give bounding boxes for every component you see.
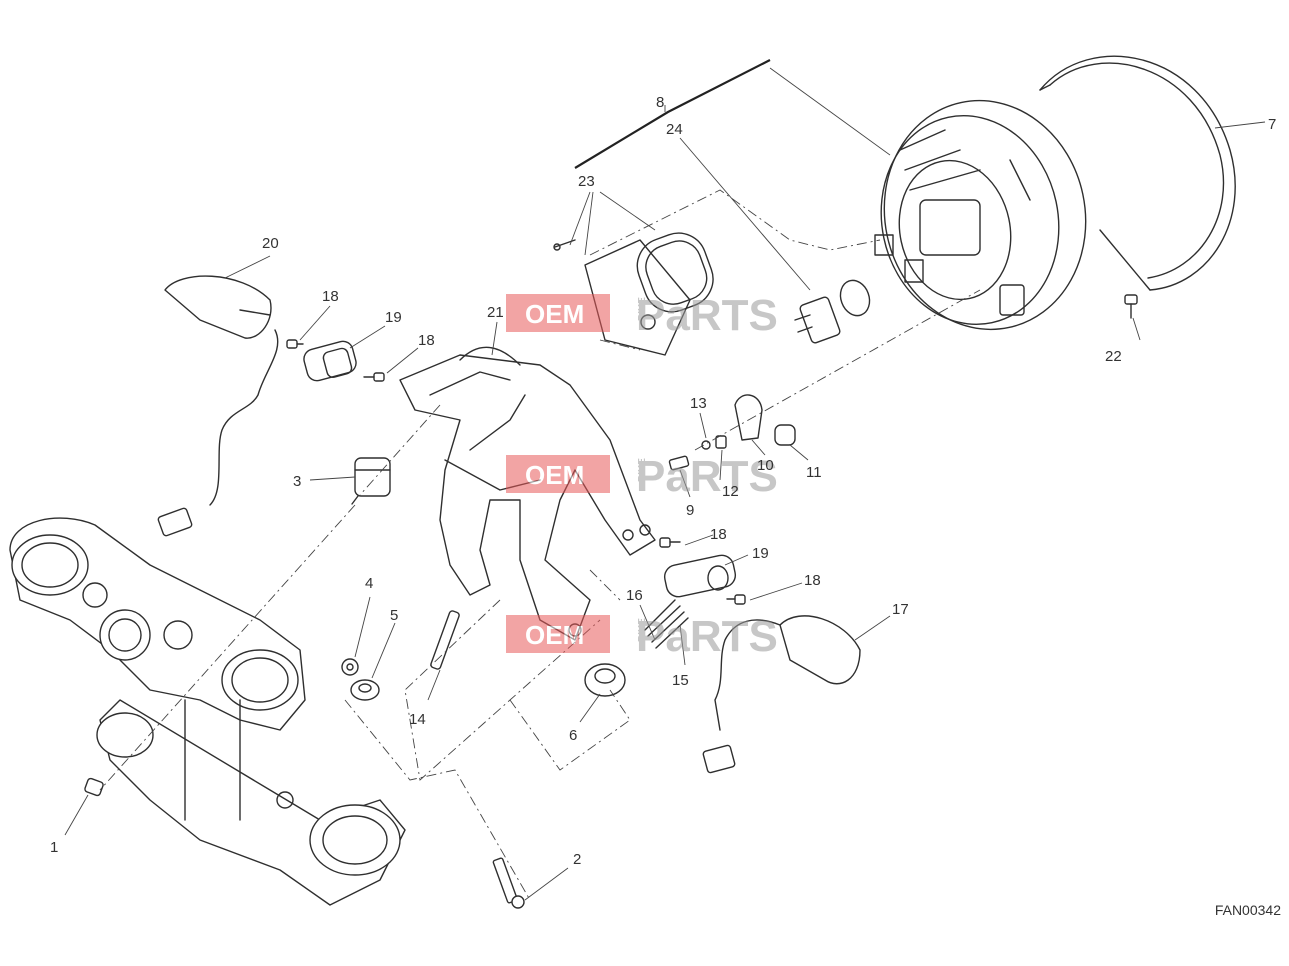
svg-text:PaRTS: PaRTS xyxy=(636,612,778,661)
triple-clamp xyxy=(9,517,406,906)
rubber-mount-19-lower xyxy=(663,554,737,598)
pin-14 xyxy=(430,610,460,670)
callout-19-b: 19 xyxy=(752,545,769,562)
callout-4: 4 xyxy=(365,575,373,592)
headlight-bulb xyxy=(794,279,871,344)
callout-2: 2 xyxy=(573,851,581,868)
callout-19-a: 19 xyxy=(385,309,402,326)
screw-18-a xyxy=(286,339,304,349)
callout-24: 24 xyxy=(666,121,683,138)
nut-4 xyxy=(341,658,359,676)
callout-18-a: 18 xyxy=(322,288,339,305)
callout-18-b: 18 xyxy=(418,332,435,349)
rubber-mount-19-upper xyxy=(303,340,357,382)
callout-14: 14 xyxy=(409,711,426,728)
watermark-top: OEM BIKE PaRTS xyxy=(506,291,778,340)
callout-21: 21 xyxy=(487,304,504,321)
svg-text:OEM: OEM xyxy=(525,620,584,650)
callout-18-c: 18 xyxy=(710,526,727,543)
callout-7: 7 xyxy=(1268,116,1276,133)
nut-1 xyxy=(84,777,104,797)
headlight-bracket xyxy=(399,346,656,641)
washer-5 xyxy=(350,679,380,701)
assembly-bracket-8 xyxy=(574,59,771,169)
callout-15: 15 xyxy=(672,672,689,689)
callout-12: 12 xyxy=(722,483,739,500)
screw-18-d xyxy=(726,594,746,605)
callout-1: 1 xyxy=(50,839,58,856)
bolt-2 xyxy=(492,857,525,909)
svg-text:BIKE: BIKE xyxy=(637,297,648,321)
svg-text:PaRTS: PaRTS xyxy=(636,291,778,340)
screw-22 xyxy=(1124,294,1138,319)
spring-15 xyxy=(644,599,689,649)
callout-11: 11 xyxy=(806,464,822,481)
leader-lines xyxy=(64,67,1266,901)
svg-text:OEM: OEM xyxy=(525,299,584,329)
callout-6: 6 xyxy=(569,727,577,744)
assembly-guide-lines xyxy=(99,189,981,901)
svg-text:BIKE: BIKE xyxy=(637,618,648,642)
callout-20: 20 xyxy=(262,235,279,252)
turn-signal-right xyxy=(702,615,861,774)
rubber-damper-3 xyxy=(351,457,391,505)
small-hardware-9-13 xyxy=(668,394,796,471)
screw-18-b xyxy=(363,372,385,382)
callout-8: 8 xyxy=(656,94,664,111)
headlight-assembly xyxy=(874,99,1087,331)
svg-text:BIKE: BIKE xyxy=(637,458,648,482)
headlight-rim xyxy=(1039,55,1236,291)
turn-signal-left xyxy=(157,275,279,537)
callout-16: 16 xyxy=(626,587,643,604)
callout-3: 3 xyxy=(293,473,301,490)
callout-labels: 1 2 3 4 5 6 7 8 9 10 11 12 13 14 15 16 1… xyxy=(50,94,1276,868)
grommet-6 xyxy=(584,663,626,697)
callout-10: 10 xyxy=(757,457,774,474)
callout-5: 5 xyxy=(390,607,398,624)
screw-18-c xyxy=(659,537,681,548)
watermark-middle: OEM BIKE PaRTS xyxy=(506,452,778,501)
callout-9: 9 xyxy=(686,502,694,519)
svg-text:OEM: OEM xyxy=(525,460,584,490)
svg-text:PaRTS: PaRTS xyxy=(636,452,778,501)
callout-13: 13 xyxy=(690,395,707,412)
callout-17: 17 xyxy=(892,601,909,618)
diagram-code: FAN00342 xyxy=(1214,902,1281,918)
callout-18-d: 18 xyxy=(804,572,821,589)
callout-22: 22 xyxy=(1105,348,1122,365)
watermark-bottom: OEM BIKE PaRTS xyxy=(506,612,778,661)
callout-23: 23 xyxy=(578,173,595,190)
